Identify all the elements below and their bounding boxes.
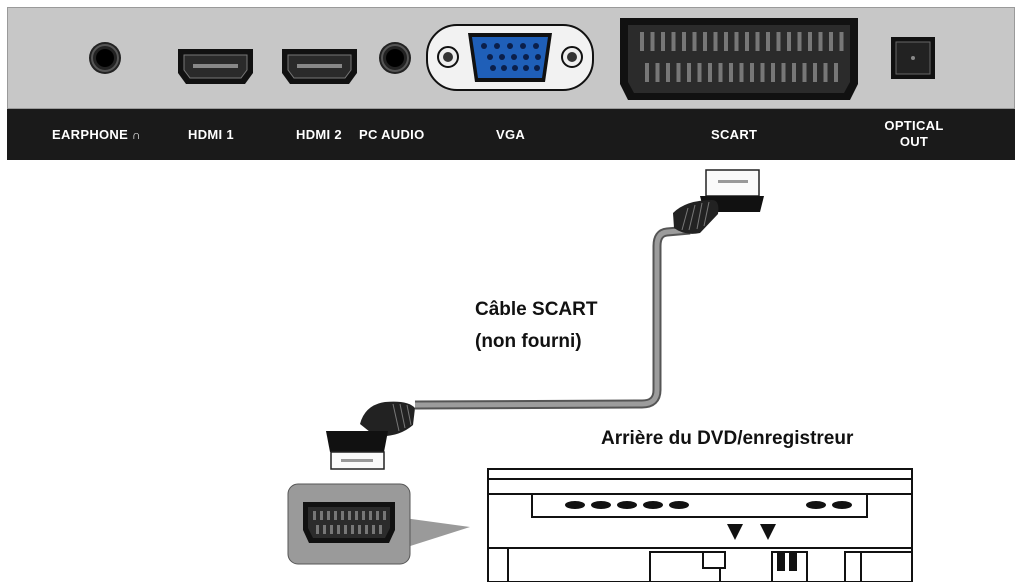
pc-audio-jack [379,42,411,74]
hdmi1-port [178,49,253,84]
earphone-jack [89,42,121,74]
vga-label: VGA [496,127,526,142]
hdmi2-label: HDMI 2 [296,127,342,142]
device-label: Arrière du DVD/enregistreur [601,428,854,449]
cable-label: Câble SCART (non fourni) [475,299,598,352]
hdmi2-port [282,49,357,84]
optical-out-port [891,37,935,79]
optical-out-label: OPTICAL OUT [884,118,944,149]
earphone-label: EARPHONE ∩ [52,127,141,142]
pc-audio-label: PC AUDIO [359,127,425,142]
vga-port [426,24,594,91]
scart-label: SCART [711,127,758,142]
headphone-icon: ∩ [132,128,141,142]
port-label-bar [7,109,1015,160]
scart-plug-top [673,169,764,234]
scart-plug-bottom [326,401,415,470]
device-scart-callout [287,483,470,565]
scart-port [620,18,858,100]
hdmi1-label: HDMI 1 [188,127,234,142]
dvd-connector-dots [565,501,852,509]
dvd-recorder-rear [487,468,913,582]
dvd-indicator-arrows [727,524,776,540]
